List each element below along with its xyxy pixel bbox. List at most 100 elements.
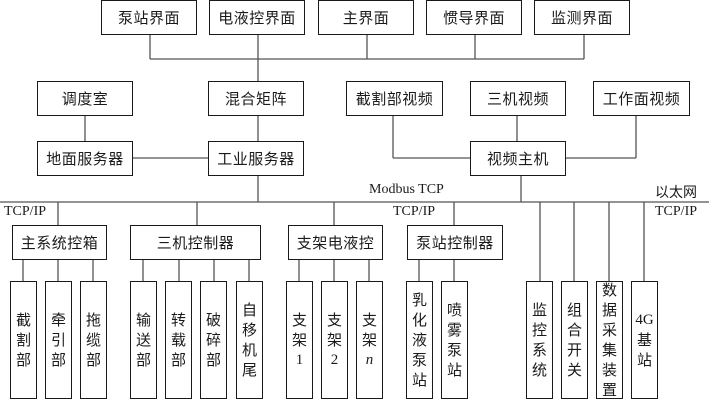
conveyor-unit-box: 输送部 xyxy=(130,281,157,399)
tcpip-label-mid: TCP/IP xyxy=(393,204,436,219)
data-acquisition-device-box: 数据采集装置 xyxy=(596,281,623,399)
vertical-label-char: n xyxy=(365,352,374,368)
vertical-label-char: 转 xyxy=(170,311,186,329)
vertical-label-char: 采 xyxy=(601,321,617,339)
vertical-label-char: 集 xyxy=(601,341,617,359)
vertical-label-char: 引 xyxy=(50,331,66,349)
vertical-label-char: 三机视频 xyxy=(486,90,549,108)
vertical-label-char: 移 xyxy=(241,321,257,339)
vertical-label-char: 部 xyxy=(15,351,31,369)
vertical-label-char: 碎 xyxy=(205,331,221,349)
vertical-label: 喷雾泵站 xyxy=(447,300,462,380)
modbus-tcp-label: Modbus TCP xyxy=(369,182,444,197)
vertical-label-char: 尾 xyxy=(241,361,257,379)
vertical-label-char: 送 xyxy=(135,331,151,349)
vertical-label: 监控系统 xyxy=(532,300,547,380)
monitoring-system-box: 监控系统 xyxy=(526,281,553,399)
vertical-label-char: 支 xyxy=(291,311,307,329)
vertical-label: 乳化液泵站 xyxy=(412,290,427,390)
vertical-label-char: 合 xyxy=(566,321,582,339)
haulage-unit-box: 牵引部 xyxy=(45,281,72,399)
vertical-label-char: 部 xyxy=(205,351,221,369)
vertical-label-char: 支 xyxy=(361,311,377,329)
vertical-label-char: 基 xyxy=(636,331,652,349)
emulsion-pump-station-box: 乳化液泵站 xyxy=(406,281,433,399)
vertical-label-char: 输 xyxy=(135,311,151,329)
vertical-label: 4G 基站 xyxy=(635,310,653,370)
vertical-label: 自移机尾 xyxy=(242,300,257,380)
vertical-label-char: 截割部视频 xyxy=(355,90,434,108)
tcpip-label-left: TCP/IP xyxy=(4,204,47,219)
vertical-label-char: 混合矩阵 xyxy=(224,90,287,108)
vertical-label-char: 泵站界面 xyxy=(117,9,180,27)
ui-screen-pump-station: 泵站界面 xyxy=(101,0,197,35)
vertical-label-char: 架 xyxy=(361,331,377,349)
vertical-label-char: 系 xyxy=(531,341,547,359)
vertical-label-char: 支架电液控 xyxy=(296,234,375,252)
vertical-label-char: 部 xyxy=(170,351,186,369)
crusher-unit-box: 破碎部 xyxy=(200,281,227,399)
vertical-label-char: 数 xyxy=(601,281,617,299)
vertical-label: 组合开关 xyxy=(567,300,582,380)
vertical-label-char: 站 xyxy=(446,361,462,379)
main-system-control-box: 主系统控箱 xyxy=(12,225,107,260)
vertical-label-char: 部 xyxy=(85,351,101,369)
vertical-label-char: 化 xyxy=(411,311,427,329)
three-machine-video-box: 三机视频 xyxy=(470,81,566,116)
vertical-label-char: 牵 xyxy=(50,311,66,329)
combination-switch-box: 组合开关 xyxy=(561,281,588,399)
vertical-label-char: 4G xyxy=(635,312,654,328)
vertical-label-char: 载 xyxy=(170,331,186,349)
vertical-label-char: 架 xyxy=(326,331,342,349)
vertical-label-char: 调度室 xyxy=(61,90,109,108)
vertical-label: 拖缆部 xyxy=(86,310,101,370)
vertical-label-char: 架 xyxy=(291,331,307,349)
vertical-label-char: 置 xyxy=(601,381,617,399)
transfer-unit-box: 转载部 xyxy=(165,281,192,399)
ethernet-label: 以太网 xyxy=(655,185,697,201)
ui-screen-hydraulic-control: 电液控界面 xyxy=(209,0,305,35)
vertical-label: 支架 2 xyxy=(327,310,342,370)
pump-station-controller-box: 泵站控制器 xyxy=(407,225,503,260)
vertical-label-char: 部 xyxy=(135,351,151,369)
support-2-box: 支架 2 xyxy=(321,281,348,399)
vertical-label-char: 截 xyxy=(15,311,31,329)
vertical-label: 数据采集装置 xyxy=(602,280,617,400)
vertical-label-char: 泵站控制器 xyxy=(416,234,494,252)
vertical-label-char: 2 xyxy=(330,352,339,368)
vertical-label-char: 三机控制器 xyxy=(156,234,235,252)
dispatch-room-box: 调度室 xyxy=(37,81,133,116)
vertical-label-char: 惯导界面 xyxy=(442,9,505,27)
vertical-label-char: 组 xyxy=(566,301,582,319)
vertical-label-char: 拖 xyxy=(85,311,101,329)
vertical-label-char: 地面服务器 xyxy=(46,150,124,168)
cable-drag-unit-box: 拖缆部 xyxy=(80,281,107,399)
spray-pump-station-box: 喷雾泵站 xyxy=(441,281,468,399)
industrial-server-box: 工业服务器 xyxy=(208,141,304,176)
vertical-label-char: 喷 xyxy=(446,301,462,319)
vertical-label-char: 统 xyxy=(531,361,547,379)
vertical-label: 破碎部 xyxy=(206,310,221,370)
vertical-label-char: 破 xyxy=(205,311,221,329)
vertical-label-char: 机 xyxy=(241,341,257,359)
hybrid-matrix-box: 混合矩阵 xyxy=(208,81,304,116)
vertical-label-char: 主系统控箱 xyxy=(20,234,99,252)
vertical-label-char: 站 xyxy=(411,371,427,389)
vertical-label-char: 支 xyxy=(326,311,342,329)
support-hydraulic-controller-box: 支架电液控 xyxy=(288,225,383,260)
tcpip-label-right: TCP/IP xyxy=(655,204,698,219)
vertical-label-char: 雾 xyxy=(446,321,462,339)
vertical-label-char: 主界面 xyxy=(342,9,390,27)
vertical-label-char: 站 xyxy=(636,351,652,369)
vertical-label-char: 视频主机 xyxy=(486,150,549,168)
vertical-label-char: 工业服务器 xyxy=(217,150,295,168)
vertical-label-char: 缆 xyxy=(85,331,101,349)
shearer-video-box: 截割部视频 xyxy=(346,81,443,116)
vertical-label-char: 关 xyxy=(566,361,582,379)
vertical-label-char: 割 xyxy=(15,331,31,349)
vertical-label-char: 电液控界面 xyxy=(218,9,296,27)
